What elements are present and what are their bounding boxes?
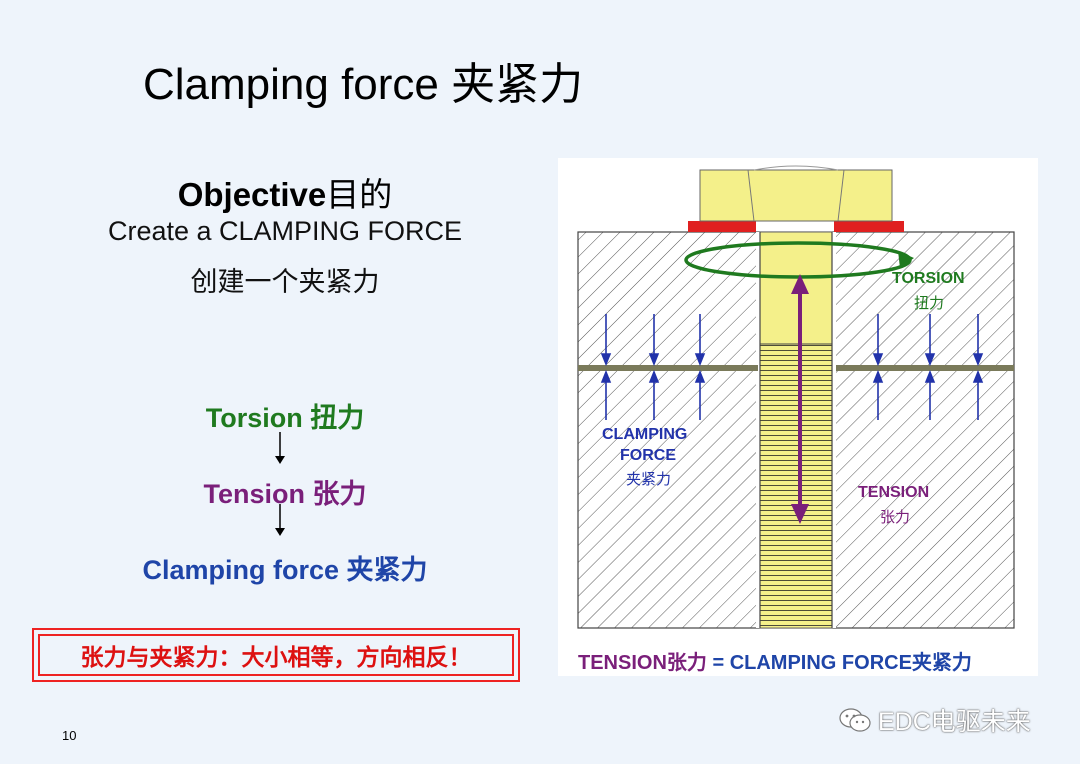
bolt-head-chamfer xyxy=(753,165,839,171)
wechat-icon xyxy=(839,708,871,732)
objective-heading-cn: 目的 xyxy=(326,176,393,213)
torsion-label-en: TORSION xyxy=(892,270,965,287)
objective-heading: Objective目的 xyxy=(60,168,510,216)
page-number: 10 xyxy=(62,728,77,743)
equation-equals: = xyxy=(706,652,730,674)
clamping-arrows-down xyxy=(600,314,984,367)
torsion-label-cn: 扭力 xyxy=(914,295,945,312)
objective-line-en: Create a CLAMPING FORCE xyxy=(107,216,463,246)
objective-line-cn: 创建一个夹紧力 xyxy=(190,267,380,297)
tension-label-cn: 张力 xyxy=(880,509,911,526)
tension-label-en: TENSION xyxy=(858,484,930,501)
clamping-label-cn: 夹紧力 xyxy=(626,471,672,488)
warning-note: 张力与夹紧力：大小相等，方向相反！ xyxy=(32,628,520,682)
bolt-thread xyxy=(760,344,832,628)
bolt-joint-drawing xyxy=(577,165,1015,629)
bolt-joint-diagram: TORSION 扭力 CLAMPING FORCE 夹紧力 TENSION 张力… xyxy=(558,158,1038,676)
clamping-arrows-up xyxy=(600,369,984,420)
flow-step-clamping: Clamping force 夹紧力 xyxy=(142,555,428,585)
bolt-head-edge-right xyxy=(837,169,845,222)
objective-heading-en: Objective xyxy=(177,176,327,213)
down-arrow-icon xyxy=(275,432,285,464)
page-title: Clamping force 夹紧力 xyxy=(143,60,584,109)
torsion-arrowhead xyxy=(898,251,914,268)
equation-clamping: CLAMPING FORCE夹紧力 xyxy=(729,652,972,674)
bolt-head-edge-left xyxy=(747,169,755,222)
equation: TENSION张力 = CLAMPING FORCE夹紧力 xyxy=(578,646,972,675)
tension-arrowhead-up xyxy=(791,274,809,294)
warning-note-text: 张力与夹紧力：大小相等，方向相反！ xyxy=(38,634,514,676)
joint-interface-right xyxy=(836,365,1014,371)
watermark: EDC电驱未来 xyxy=(838,702,1031,738)
equation-tension: TENSION张力 xyxy=(578,652,707,674)
clamping-label-en2: FORCE xyxy=(620,447,676,464)
washer-left xyxy=(688,221,756,232)
tension-arrowhead-down xyxy=(791,504,809,524)
down-arrow-icon xyxy=(275,504,285,536)
watermark-text: EDC电驱未来 xyxy=(878,708,1031,736)
clamping-label-en1: CLAMPING xyxy=(602,426,688,443)
bolt-head xyxy=(699,169,893,222)
flow-step-torsion: Torsion 扭力 xyxy=(205,403,365,433)
washer-right xyxy=(834,221,904,232)
flow-step-tension: Tension 张力 xyxy=(203,479,367,509)
joint-interface-left xyxy=(578,365,758,371)
